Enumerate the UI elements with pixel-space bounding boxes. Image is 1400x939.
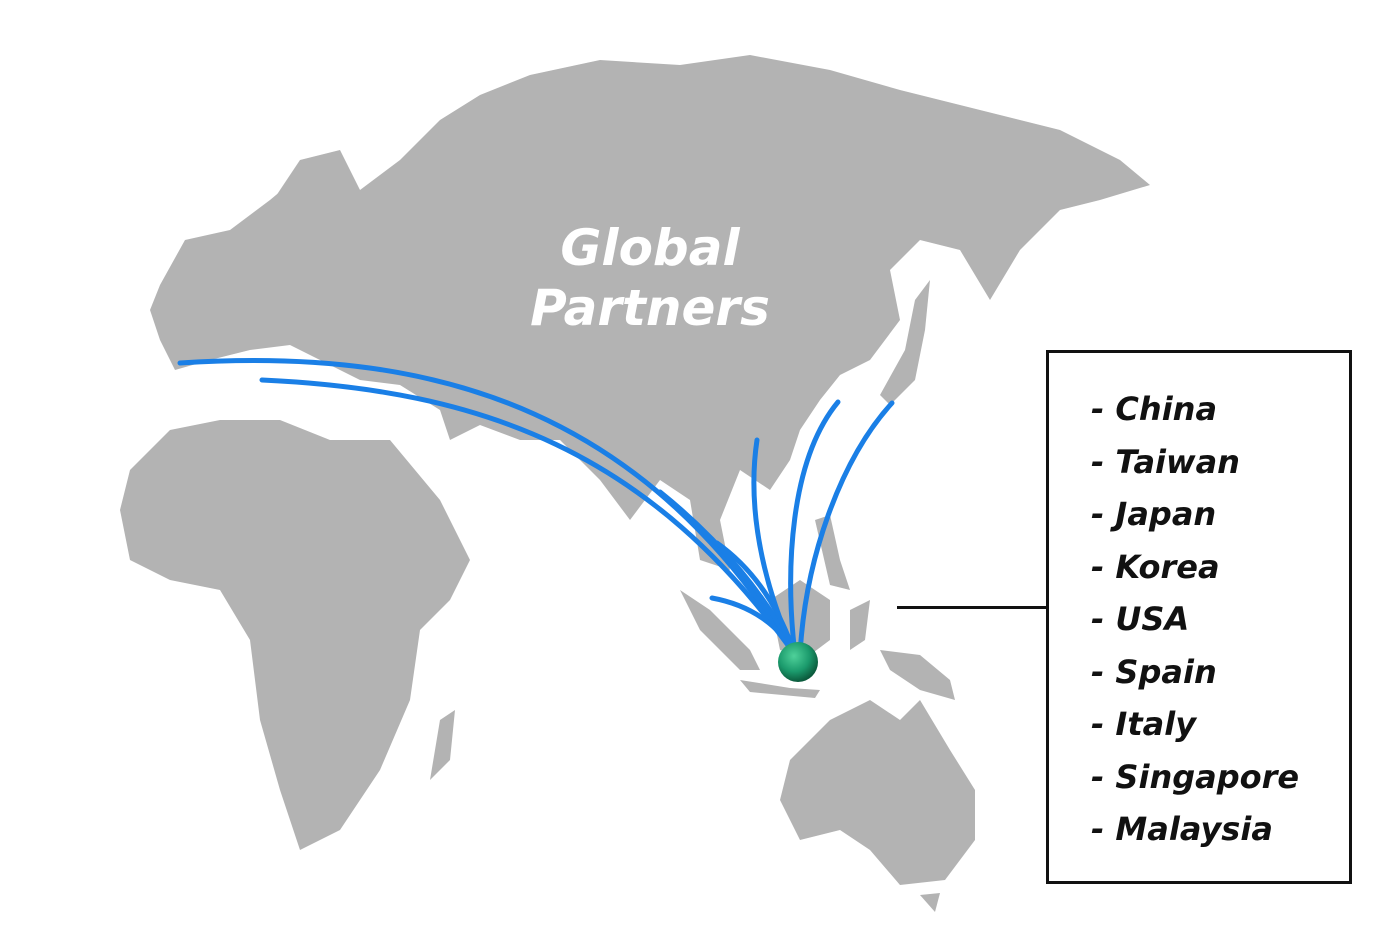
- tasmania: [920, 893, 940, 912]
- route-spain: [177, 357, 798, 658]
- africa: [120, 420, 470, 850]
- partner-item: - Italy: [1091, 705, 1197, 743]
- new-guinea: [880, 650, 955, 700]
- landmasses: [120, 55, 1150, 912]
- title-line-2: Partners: [530, 279, 770, 337]
- partner-item: - China: [1091, 390, 1218, 428]
- australia: [780, 700, 975, 885]
- map-title: Global Partners: [520, 218, 780, 338]
- madagascar: [430, 710, 455, 780]
- route-china: [751, 437, 798, 658]
- route-korea-japan: [797, 400, 895, 658]
- java: [740, 680, 820, 698]
- philippines: [815, 515, 850, 590]
- eurasia: [150, 55, 1150, 570]
- route-italy: [259, 377, 798, 658]
- partner-item: - Spain: [1091, 652, 1217, 691]
- scandinavia: [270, 150, 360, 240]
- green-hub-marker-icon: [778, 642, 818, 682]
- partner-item: - USA: [1091, 600, 1190, 638]
- partner-list-box: - China - Taiwan - Japan - Korea - USA -…: [1046, 350, 1352, 884]
- partner-item: - Singapore: [1091, 757, 1300, 796]
- partner-item: - Japan: [1091, 495, 1217, 533]
- partner-item: - Malaysia: [1091, 810, 1273, 848]
- sumatra: [680, 590, 760, 670]
- japan: [880, 280, 930, 405]
- sulawesi: [850, 600, 870, 650]
- route-taiwan: [788, 399, 841, 658]
- routes: [177, 357, 895, 658]
- title-line-1: Global: [560, 219, 740, 277]
- partner-item: - Korea: [1091, 547, 1220, 586]
- partner-item: - Taiwan: [1091, 442, 1240, 481]
- legend-connector-line: [897, 606, 1047, 609]
